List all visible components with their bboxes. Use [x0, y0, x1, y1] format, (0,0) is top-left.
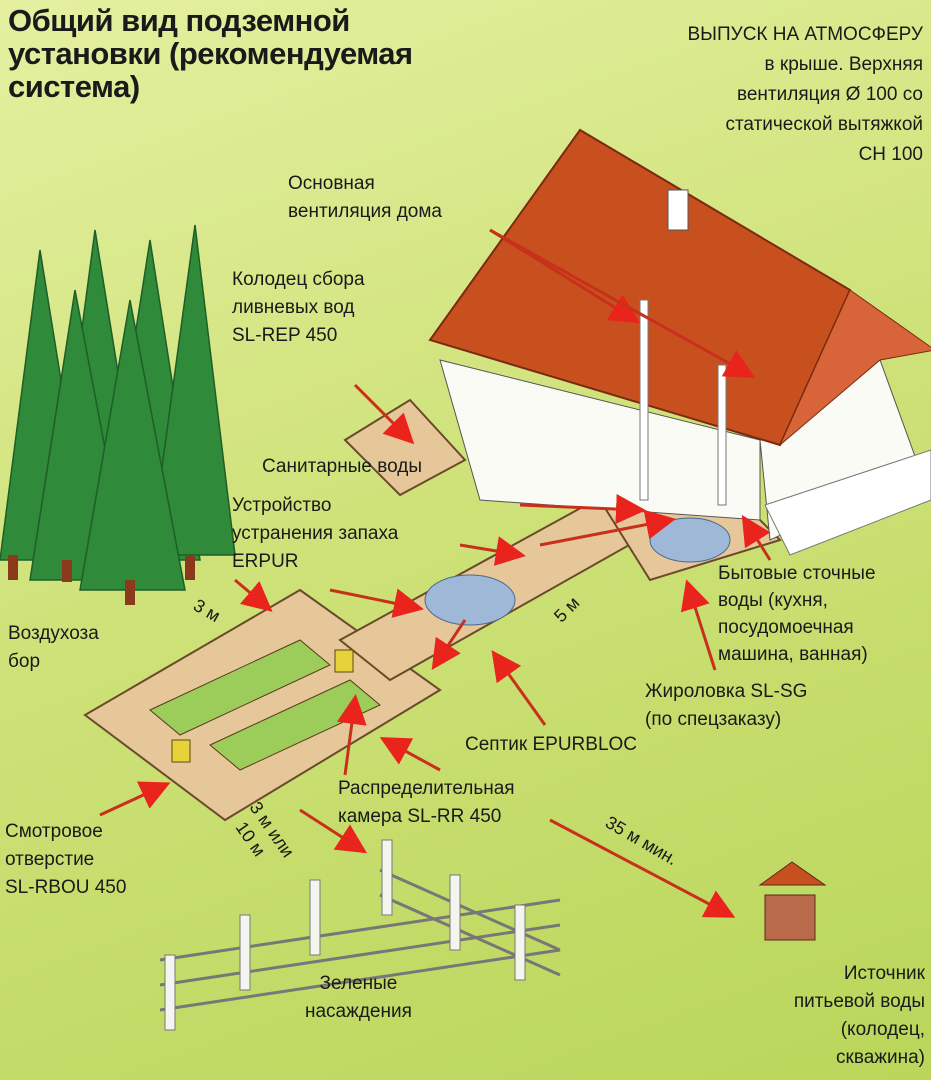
fence	[159, 868, 561, 1012]
arrows	[99, 228, 772, 918]
label-air-intake: Воздухоза бор	[8, 623, 99, 672]
label-distribution-chamber: Распределительная камера SL-RR 450	[338, 778, 515, 827]
label-greenery: Зеленые насаждения	[305, 973, 412, 1022]
drinking-well	[758, 861, 827, 941]
label-grease-trap: Жироловка SL-SG (по спецзаказу)	[645, 681, 808, 730]
label-house-vent: Основная вентиляция дома	[288, 173, 442, 222]
label-rain-well: Колодец сбора ливневых вод SL-REP 450	[232, 269, 365, 346]
label-roof-vent: ВЫПУСК НА АТМОСФЕРУ в крыше. Верхняя вен…	[687, 24, 923, 165]
label-odor-device: Устройство устранения запаха ERPUR	[232, 495, 399, 572]
forest	[0, 224, 236, 591]
label-household-water: Бытовые сточные воды (кухня, посудомоечн…	[718, 563, 876, 665]
label-sanitary: Санитарные воды	[262, 456, 422, 477]
label-inspection-hole: Смотровое отверстие SL-RBOU 450	[5, 821, 127, 898]
page-title: Общий вид подземной установки (рекоменду…	[8, 3, 413, 104]
label-water-source: Источник питьевой воды (колодец, скважин…	[793, 963, 925, 1068]
label-septic: Септик EPURBLOC	[465, 734, 638, 755]
house	[428, 128, 931, 556]
